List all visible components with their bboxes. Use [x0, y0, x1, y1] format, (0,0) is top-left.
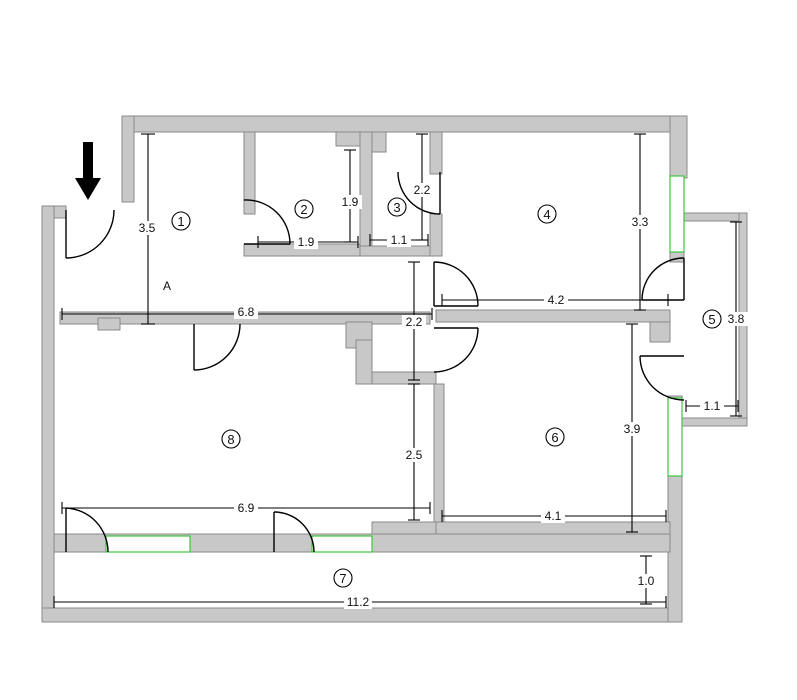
wall-room4-bottom [435, 309, 671, 323]
dim-overall-width: 11.2 [347, 595, 370, 609]
dim-room4-height: 3.3 [632, 215, 649, 229]
down-arrow-icon [75, 142, 101, 200]
dim-room8-height: 2.5 [406, 448, 423, 462]
room-label-2: 2 [294, 199, 314, 219]
svg-text:2: 2 [300, 202, 307, 217]
wall-room3-right-lower [429, 213, 443, 257]
wall-right-upper [669, 115, 688, 179]
dim-room3-height: 2.2 [414, 183, 431, 197]
dim-corridor: 2.2 [406, 315, 423, 329]
door-room8 [193, 323, 241, 371]
door-corridor-upper [433, 261, 479, 307]
wall-room1-right [243, 131, 256, 215]
room-label-7: 7 [333, 568, 353, 588]
room-label-3: 3 [387, 197, 407, 217]
dim-hall-width: 4.2 [548, 293, 565, 307]
wall-room8-step [355, 339, 373, 385]
room-label-8: 8 [221, 429, 241, 449]
wall-left [41, 205, 55, 622]
dim-room2-height: 1.9 [342, 195, 359, 209]
wall-room56-divider [649, 321, 671, 343]
door-room7-left [65, 507, 109, 553]
doors [65, 171, 685, 553]
wall-corridor-left [371, 371, 437, 385]
dim-room1-height: 3.5 [139, 221, 156, 235]
dim-overall-width-top: 6.8 [238, 305, 255, 319]
door-room7-right [273, 511, 315, 553]
window-room7-left [105, 535, 191, 553]
note-a: A [163, 279, 171, 293]
wall-room3-bottom [359, 245, 433, 257]
door-room2 [243, 199, 291, 245]
wall-bottom [41, 607, 683, 623]
svg-text:5: 5 [708, 312, 715, 327]
wall-room5-top [683, 212, 747, 222]
window-room7-right [311, 535, 373, 553]
dim-room2-width: 1.9 [298, 235, 315, 249]
svg-text:4: 4 [543, 207, 550, 222]
wall-left-upper-stub [121, 115, 135, 203]
windows [105, 175, 685, 553]
door-room5-lower [639, 355, 685, 401]
room-label-5: 5 [702, 309, 722, 329]
dim-room7-height: 1.0 [638, 574, 655, 588]
room-label-4: 4 [537, 204, 557, 224]
wall-room5-bottom [681, 417, 748, 427]
room-labels: 1 2 3 4 5 6 7 8 [171, 197, 722, 588]
wall-pillar-2 [335, 131, 361, 147]
room-label-1: 1 [171, 211, 191, 231]
wall-room6-left [433, 383, 445, 525]
svg-text:8: 8 [227, 432, 234, 447]
dim-room6-height: 3.9 [624, 422, 641, 436]
svg-text:7: 7 [339, 571, 346, 586]
dim-room5-height: 3.8 [728, 312, 745, 326]
wall-mid-step [97, 317, 121, 331]
room-label-6: 6 [545, 427, 565, 447]
door-room3 [397, 171, 441, 215]
window-room6 [667, 397, 683, 477]
door-room5-upper [641, 257, 685, 301]
dim-room5-width: 1.1 [704, 399, 721, 413]
svg-text:3: 3 [393, 200, 400, 215]
dimension-lines [53, 133, 742, 608]
dim-room3-width: 1.1 [391, 233, 408, 247]
svg-text:6: 6 [551, 430, 558, 445]
window-room4 [669, 175, 685, 253]
dim-room8-width: 6.9 [238, 501, 255, 515]
dim-room6-width: 4.1 [545, 509, 562, 523]
door-corridor-lower [433, 327, 479, 373]
dimension-labels: 3.5 1.9 1.9 1.1 2.2 3.3 4.2 3.8 1.1 6.8 … [134, 183, 748, 609]
wall-room3-right-upper [429, 131, 443, 175]
wall-pillar-3 [371, 131, 387, 153]
svg-text:1: 1 [177, 214, 184, 229]
door-entrance [65, 209, 115, 259]
wall-top [121, 115, 688, 133]
